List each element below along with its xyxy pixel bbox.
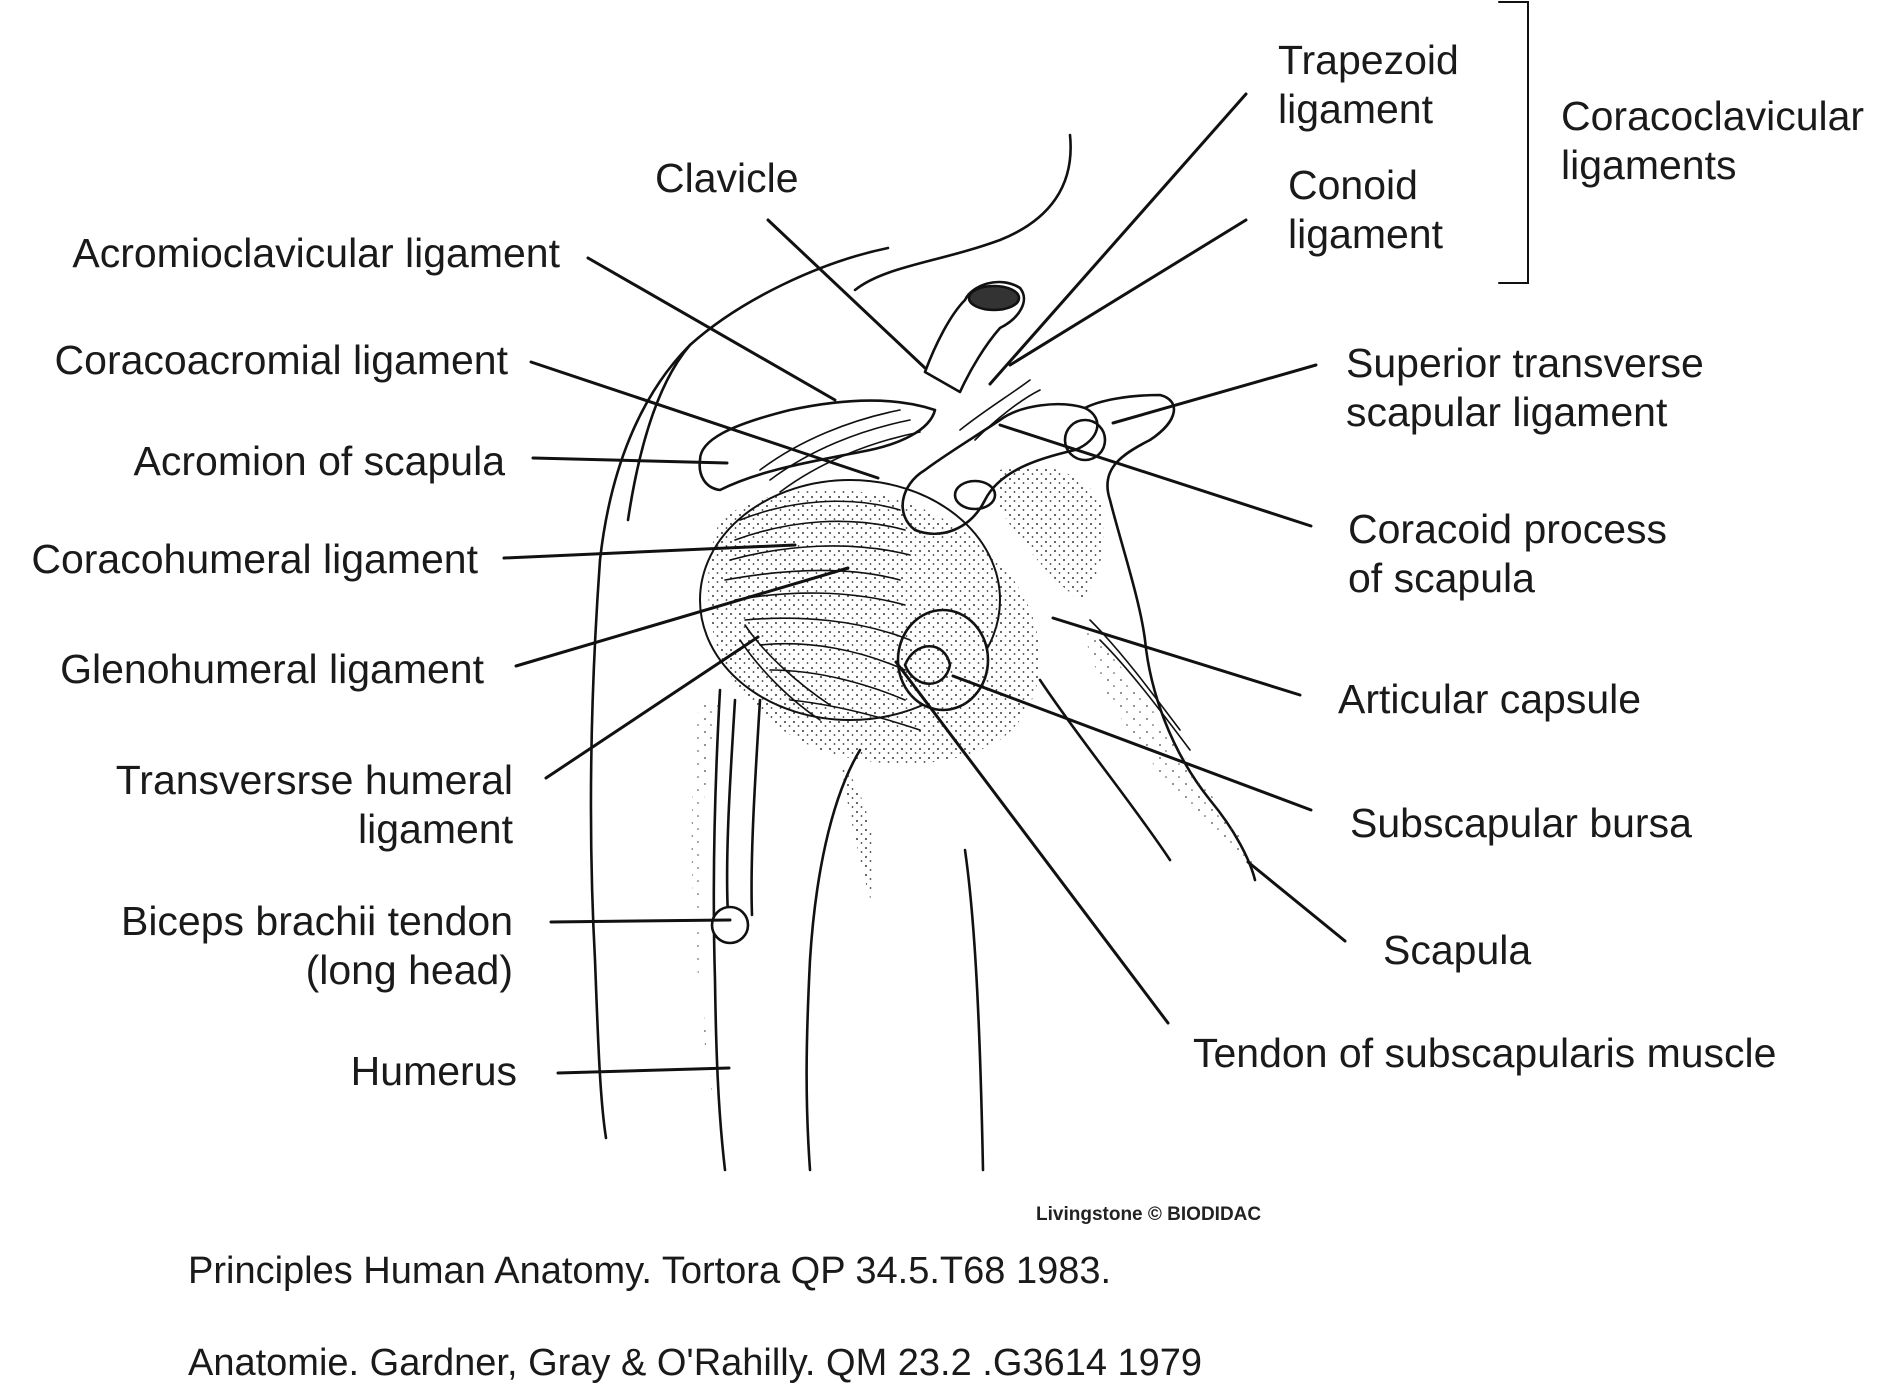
leader-glenohumeral [514, 566, 850, 668]
label-acromion: Acromion of scapula [133, 438, 505, 484]
label-biceps: Biceps brachii tendon (long head) [120, 898, 513, 993]
clavicle-shape [923, 280, 1026, 394]
neck-outline [853, 133, 1072, 292]
shading-humerus [691, 700, 720, 1110]
humerus-shaft-right [805, 748, 862, 1172]
leader-coracoacromial [529, 360, 880, 480]
leader-humerus [556, 1066, 731, 1075]
shoulder-outline [589, 246, 890, 1140]
label-subscapularis-tendon: Tendon of subscapularis muscle [1193, 1030, 1777, 1076]
arm-outer-contour [626, 343, 692, 522]
label-coracoacromial: Coracoacromial ligament [54, 337, 508, 383]
leader-acromioclavicular [586, 256, 837, 402]
shading-shaft [840, 760, 874, 900]
leader-trapezoid [988, 92, 1248, 386]
leader-subscapularis-tendon [894, 660, 1170, 1025]
scapula-lateral-border [1038, 678, 1172, 862]
coracoclavicular-bracket [1498, 1, 1529, 284]
shading-coracoid [1000, 466, 1104, 600]
leader-superior-transverse [1111, 363, 1318, 425]
label-coracoclavicular: Coracoclavicular ligaments [1561, 93, 1865, 188]
leader-acromion [531, 456, 729, 465]
leader-scapula [1246, 860, 1347, 943]
leader-articular-capsule [1051, 616, 1302, 697]
label-subscapular-bursa: Subscapular bursa [1350, 800, 1692, 846]
shading-capsule [708, 489, 1040, 764]
clavicle-end [967, 284, 1021, 312]
label-humerus: Humerus [350, 1048, 517, 1094]
label-glenohumeral: Glenohumeral ligament [60, 646, 484, 692]
axillary-contour [963, 848, 985, 1172]
leader-subscapular-bursa [951, 674, 1313, 812]
label-clavicle: Clavicle [655, 155, 799, 201]
biceps-tendon-right [750, 698, 762, 917]
label-coracohumeral: Coracohumeral ligament [31, 536, 478, 582]
leader-coracoid [998, 423, 1313, 528]
leader-biceps [549, 918, 732, 924]
shading-scapula [1080, 620, 1255, 870]
label-coracoid: Coracoid process of scapula [1348, 506, 1668, 601]
label-transverse-humeral: Transversrse humeral ligament [115, 757, 513, 852]
humerus-shaft-left [712, 688, 727, 1172]
biceps-tendon-left [725, 698, 737, 917]
leader-conoid [1008, 218, 1248, 367]
leader-coracohumeral [502, 543, 797, 560]
label-trapezoid: Trapezoid ligament [1278, 37, 1459, 132]
biceps-tendon-end [710, 905, 750, 945]
label-conoid: Conoid ligament [1288, 162, 1443, 257]
image-credit: Livingstone © BIODIDAC [1036, 1204, 1262, 1225]
superior-notch [1063, 418, 1107, 462]
acromion-shape [698, 399, 937, 492]
reference-1: Principles Human Anatomy. Tortora QP 34.… [188, 1250, 1112, 1292]
coracoid-tip [953, 479, 997, 511]
label-articular-capsule: Articular capsule [1338, 676, 1642, 722]
label-scapula: Scapula [1383, 927, 1532, 973]
label-superior-transverse: Superior transverse scapular ligament [1346, 340, 1704, 435]
scapula-upper-border [1083, 393, 1257, 882]
reference-2: Anatomie. Gardner, Gray & O'Rahilly. QM … [188, 1342, 1203, 1384]
label-acromioclavicular: Acromioclavicular ligament [72, 230, 560, 276]
leader-transverse-humeral [544, 635, 760, 780]
leader-clavicle [766, 218, 927, 370]
